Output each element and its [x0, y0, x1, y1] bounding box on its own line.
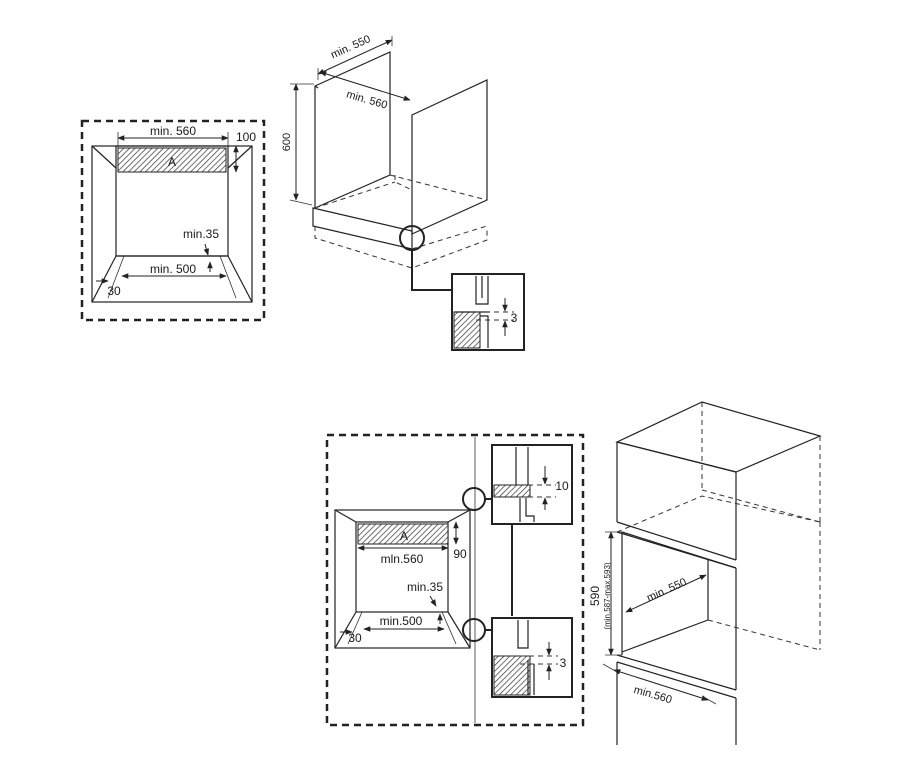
inner-width-dimension — [319, 71, 411, 101]
width-extension-lines — [117, 132, 229, 148]
cabinet-outline-dashed — [80, 119, 266, 322]
depth-dimension — [625, 574, 707, 613]
top-gap-label: 90 — [453, 547, 467, 561]
gap-label: 3 — [511, 311, 518, 325]
bottom-width-label: min.500 — [380, 614, 423, 628]
depth-label: min. 550 — [645, 576, 688, 604]
left-panel — [314, 51, 391, 209]
front-view-column: A 90 mln.560 min.35 min.500 30 — [325, 433, 585, 727]
isometric-undercounter-cabinet: min. 550 min. 560 600 — [281, 33, 488, 291]
area-a-hatched — [357, 523, 449, 545]
detail-box-gap-3-bottom: 3 — [491, 617, 573, 698]
top-gap-label: 100 — [236, 130, 256, 144]
detail-profile — [517, 620, 529, 649]
niche-inner-back — [621, 560, 709, 653]
detail-marker-top — [462, 487, 486, 511]
width-label: min. 560 — [150, 124, 196, 138]
isometric-column-cabinet: 590 (min.587-max.593) min. 550 min.560 — [588, 401, 822, 745]
detail-worktop — [453, 311, 481, 349]
side-label: 30 — [107, 284, 121, 298]
detail-shelf — [493, 484, 531, 498]
vent-label: min.35 — [407, 580, 443, 594]
detail-profile — [475, 276, 489, 305]
detail-profile — [515, 447, 529, 491]
gap-label: 3 — [560, 656, 567, 670]
right-panel — [411, 79, 488, 235]
top-box-lid — [615, 401, 822, 473]
floor-dashed — [314, 174, 488, 250]
detail-frame — [491, 617, 573, 698]
vent-label: min.35 — [183, 227, 219, 241]
area-a-hatched — [117, 147, 227, 173]
detail-frame — [451, 273, 525, 351]
detail-frame — [491, 444, 573, 525]
side-label: 30 — [348, 631, 362, 645]
vent-arrow-down — [203, 243, 210, 256]
detail-base — [493, 655, 531, 696]
niche-floor-inner — [107, 255, 237, 299]
width-label: mln.560 — [381, 552, 424, 566]
detail-box-gap-3: 3 — [451, 273, 525, 351]
height-range-label: (min.587-max.593) — [603, 562, 612, 629]
detail-marker-bottom — [462, 618, 486, 642]
niche-perspective-top — [91, 145, 253, 169]
depth-label: min. 550 — [329, 33, 372, 61]
inner-width-label: min. 560 — [345, 89, 389, 112]
niche-sides — [621, 532, 737, 690]
area-a-label: A — [168, 155, 176, 169]
detail-leader — [411, 250, 452, 291]
width-dimension — [613, 669, 709, 701]
top-box-front — [616, 441, 737, 560]
column-niche-frame — [334, 509, 471, 649]
niche-back-dashed — [616, 495, 821, 533]
bottom-width-label: min. 500 — [150, 262, 196, 276]
column-niche-inner — [355, 521, 449, 613]
column-niche-perspective — [334, 509, 471, 649]
area-a-label: A — [400, 529, 408, 543]
vent-arrow-down — [429, 595, 437, 607]
column-outline-dashed — [325, 433, 585, 727]
base-front — [312, 207, 413, 250]
height-label: 600 — [281, 133, 293, 151]
depth-dimension — [317, 39, 393, 75]
lower-box-sides — [616, 662, 737, 745]
shelf-top — [616, 521, 737, 569]
top-box-back-dashed — [701, 402, 821, 523]
height-label: 590 — [588, 586, 602, 606]
detail-box-gap-10: 10 — [491, 444, 573, 525]
front-view-undercounter: A min. 560 100 min.35 min. 500 30 — [80, 119, 266, 322]
gap-label: 10 — [555, 479, 569, 493]
